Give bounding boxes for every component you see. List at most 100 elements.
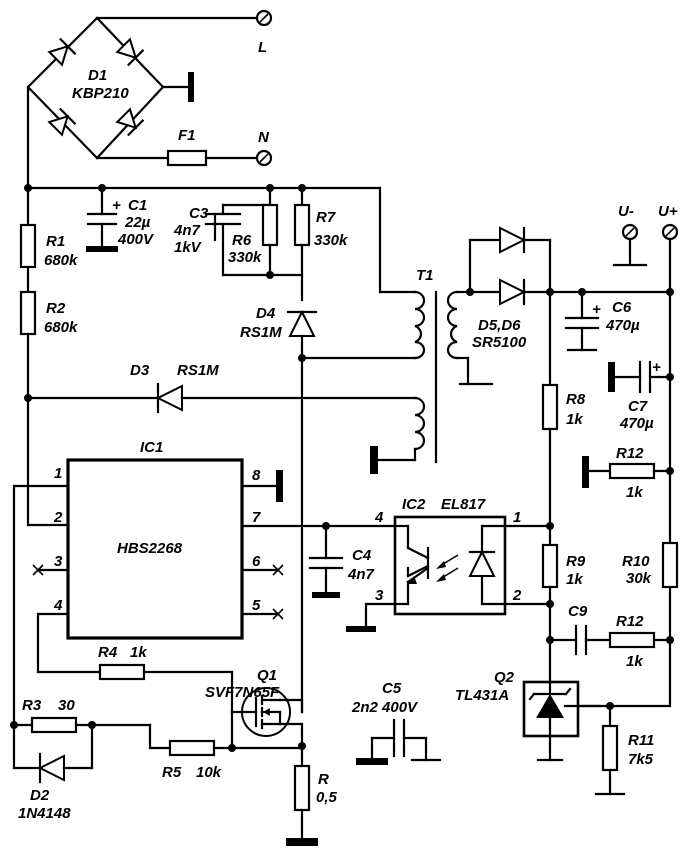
r1-name: R1 [46, 233, 65, 250]
resistor-r10: R10 30k [622, 541, 679, 589]
ic1-pin6: 6 [252, 553, 261, 570]
q2-value: TL431A [455, 687, 509, 704]
capacitor-c7: + C7 470µ [608, 359, 674, 432]
d56-name: D5,D6 [478, 317, 521, 334]
r7-value: 330k [314, 232, 348, 249]
ic2-optocoupler: IC2 EL817 4 3 1 2 [374, 496, 522, 616]
r6-value: 330k [228, 249, 262, 266]
r9-name: R9 [566, 553, 586, 570]
ic2-pin3: 3 [375, 587, 384, 604]
ic1-pin3: 3 [54, 553, 63, 570]
q2-name: Q2 [494, 669, 515, 686]
ic2-pin4: 4 [374, 509, 384, 526]
resistor-r4: R4 1k [98, 644, 234, 714]
diode-d3: D3 RS1M [24, 362, 417, 414]
ic2-pin1: 1 [513, 509, 521, 526]
c7-value: 470µ [619, 415, 654, 432]
c1-plus: + [112, 197, 121, 214]
resistor-r3-diode-d2: R3 30 D2 1N4148 [10, 697, 172, 822]
ic1-pin8: 8 [252, 467, 261, 484]
resistor-r6 [261, 203, 279, 247]
ic2-pin2: 2 [512, 587, 522, 604]
t1-label: T1 [416, 267, 434, 284]
r11-value: 7k5 [628, 751, 654, 768]
c4-name: C4 [352, 547, 372, 564]
ic2-part: EL817 [441, 496, 486, 513]
r4-name: R4 [98, 644, 118, 661]
d3-value: RS1M [177, 362, 219, 379]
ic1-pin4: 4 [53, 597, 63, 614]
d56-value: SR5100 [472, 334, 527, 351]
c3-value1: 4n7 [173, 222, 201, 239]
snubber-c3-r6-r7: C3 4n7 1kV R6 330k R7 330k [173, 186, 348, 302]
fuse-f1 [166, 149, 208, 167]
r3-value: 30 [58, 697, 75, 714]
c5-name: C5 [382, 680, 402, 697]
terminal-u-minus-label: U- [618, 203, 634, 220]
c6-name: C6 [612, 299, 632, 316]
r2-value: 680k [44, 319, 78, 336]
c3-name: C3 [189, 205, 209, 222]
r7-name: R7 [316, 209, 336, 226]
diodes-d5-d6: D5,D6 SR5100 [468, 226, 672, 351]
r12b-name: R12 [616, 613, 644, 630]
ic1-part: HBS2268 [117, 540, 183, 557]
capacitor-c1: + C1 22µ 400V [86, 186, 155, 252]
ic1-pin1: 1 [54, 465, 62, 482]
r10-value: 30k [626, 570, 652, 587]
c1-value2: 400V [117, 231, 155, 248]
resistors-r1-r2: R1 680k R2 680k [19, 223, 78, 527]
resistor-r11: R11 7k5 [594, 704, 654, 796]
c9-name: C9 [568, 603, 588, 620]
resistor-r8: R8 1k [541, 290, 586, 527]
resistor-r12-upper: R12 1k [582, 445, 674, 501]
terminal-n-label: N [258, 129, 270, 146]
ic1-pin2: 2 [53, 509, 63, 526]
resistor-r5: R5 10k [162, 739, 304, 781]
c1-name: C1 [128, 197, 147, 214]
c7-name: C7 [628, 398, 648, 415]
ic1-name: IC1 [140, 439, 163, 456]
d1-name: D1 [88, 67, 107, 84]
resistor-r-sense: R 0,5 [286, 764, 338, 846]
r9-value: 1k [566, 571, 583, 588]
f1-label: F1 [178, 127, 196, 144]
r5-name: R5 [162, 764, 182, 781]
d4-name: D4 [256, 305, 276, 322]
c7-plus: + [652, 359, 661, 376]
d1-value: KBP210 [72, 85, 129, 102]
c5-value: 2n2 400V [351, 699, 419, 716]
mosfet-q1: Q1 SVF7N65F [205, 667, 304, 737]
r11-name: R11 [628, 732, 654, 749]
r4-value: 1k [130, 644, 147, 661]
r10-name: R10 [622, 553, 650, 570]
resistor-r7 [293, 203, 311, 247]
r12b-value: 1k [626, 653, 643, 670]
r3-name: R3 [22, 697, 42, 714]
r5-value: 10k [196, 764, 222, 781]
c3-value2: 1kV [174, 239, 203, 256]
c6-value: 470µ [605, 317, 640, 334]
r-name: R [318, 771, 329, 788]
r1-value: 680k [44, 252, 78, 269]
c1-value1: 22µ [124, 214, 151, 231]
r12a-value: 1k [626, 484, 643, 501]
c6-plus: + [592, 301, 601, 318]
ground-bar [188, 72, 194, 102]
terminal-l-label: L [258, 39, 267, 56]
d2-name: D2 [30, 787, 50, 804]
d2-value: 1N4148 [18, 805, 71, 822]
capacitor-c6: + C6 470µ [564, 290, 640, 352]
ic1-controller: IC1 HBS2268 1 2 3 4 8 7 6 5 [53, 439, 261, 640]
capacitor-c4: C4 4n7 [308, 524, 375, 598]
r2-name: R2 [46, 300, 66, 317]
q1-name: Q1 [257, 667, 277, 684]
d3-name: D3 [130, 362, 150, 379]
capacitor-c5: C5 2n2 400V [351, 680, 442, 765]
r12a-name: R12 [616, 445, 644, 462]
d4-value: RS1M [240, 324, 282, 341]
r6-name: R6 [232, 232, 252, 249]
ic2-name: IC2 [402, 496, 426, 513]
c9-r12-compensation: C9 R12 1k [548, 603, 674, 670]
